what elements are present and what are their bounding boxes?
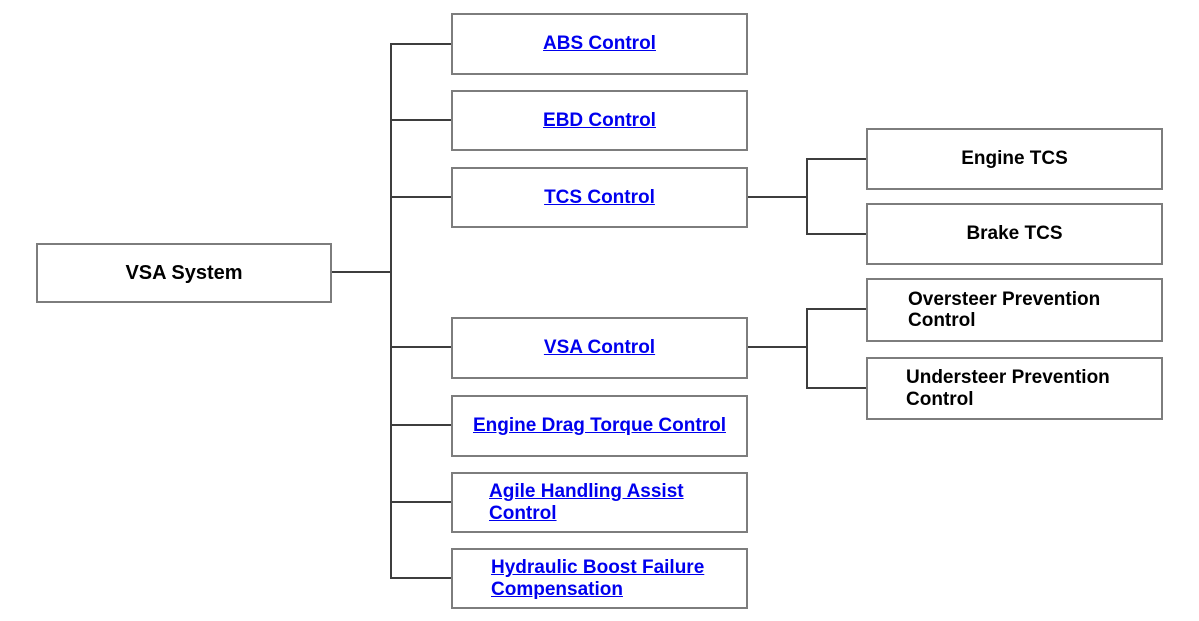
oversteer-line1: Oversteer Prevention — [908, 288, 1101, 310]
node-brake-tcs: Brake TCS — [866, 203, 1163, 265]
node-vsa-control: VSA Control — [451, 317, 748, 379]
node-vsa-system: VSA System — [36, 243, 332, 303]
ebd-control-link[interactable]: EBD Control — [543, 109, 656, 131]
node-tcs-control: TCS Control — [451, 167, 748, 228]
node-abs-control: ABS Control — [451, 13, 748, 75]
agile-handling-assist-line1: Agile Handling Assist — [489, 481, 684, 503]
agile-handling-assist-line2: Control — [489, 502, 557, 524]
connector-stub-engine-tcs — [806, 158, 866, 160]
connector-stub-brake-tcs — [806, 233, 866, 235]
oversteer-line2: Control — [908, 310, 976, 331]
node-engine-tcs-label: Engine TCS — [961, 148, 1068, 170]
hydraulic-boost-line2: Compensation — [491, 578, 623, 600]
node-engine-tcs: Engine TCS — [866, 128, 1163, 190]
connector-vsa-to-subtrunk — [748, 346, 808, 348]
node-vsa-system-label: VSA System — [125, 261, 243, 284]
vsa-control-link[interactable]: VSA Control — [543, 337, 656, 359]
node-brake-tcs-label: Brake TCS — [966, 223, 1063, 245]
connector-tcs-to-subtrunk — [748, 196, 808, 198]
connector-stub-oversteer — [806, 308, 866, 310]
connector-stub-understeer — [806, 387, 866, 389]
node-hydraulic-boost-failure-compensation: Hydraulic Boost Failure Compensation — [451, 548, 748, 609]
hydraulic-boost-line1: Hydraulic Boost Failure — [491, 557, 705, 579]
node-ebd-control: EBD Control — [451, 90, 748, 151]
connector-stub-abs — [390, 43, 452, 45]
connector-stub-engine-drag — [390, 424, 452, 426]
understeer-line2: Control — [906, 388, 974, 410]
node-understeer-prevention-control: Understeer Prevention Control — [866, 357, 1163, 420]
hydraulic-boost-failure-compensation-link[interactable]: Hydraulic Boost Failure Compensation — [491, 557, 704, 600]
understeer-line1: Understeer Prevention — [906, 367, 1110, 389]
connector-stub-vsa — [390, 346, 452, 348]
connector-stub-agile — [390, 501, 452, 503]
engine-drag-torque-control-link[interactable]: Engine Drag Torque Control — [473, 415, 726, 437]
node-engine-drag-torque-control: Engine Drag Torque Control — [451, 395, 748, 457]
connector-main-trunk — [390, 43, 392, 579]
agile-handling-assist-control-link[interactable]: Agile Handling Assist Control — [489, 481, 684, 524]
connector-root-to-trunk — [332, 271, 392, 273]
connector-tcs-subtrunk — [806, 158, 808, 235]
node-agile-handling-assist-control: Agile Handling Assist Control — [451, 472, 748, 533]
connector-stub-tcs — [390, 196, 452, 198]
node-oversteer-prevention-control: Oversteer Prevention Control — [866, 278, 1163, 342]
connector-vsa-subtrunk — [806, 308, 808, 389]
node-oversteer-label: Oversteer Prevention Control — [908, 289, 1100, 332]
node-understeer-label: Understeer Prevention Control — [906, 367, 1110, 410]
connector-stub-ebd — [390, 119, 452, 121]
connector-stub-hydraulic — [390, 577, 452, 579]
tcs-control-link[interactable]: TCS Control — [544, 186, 655, 208]
abs-control-link[interactable]: ABS Control — [543, 33, 656, 55]
